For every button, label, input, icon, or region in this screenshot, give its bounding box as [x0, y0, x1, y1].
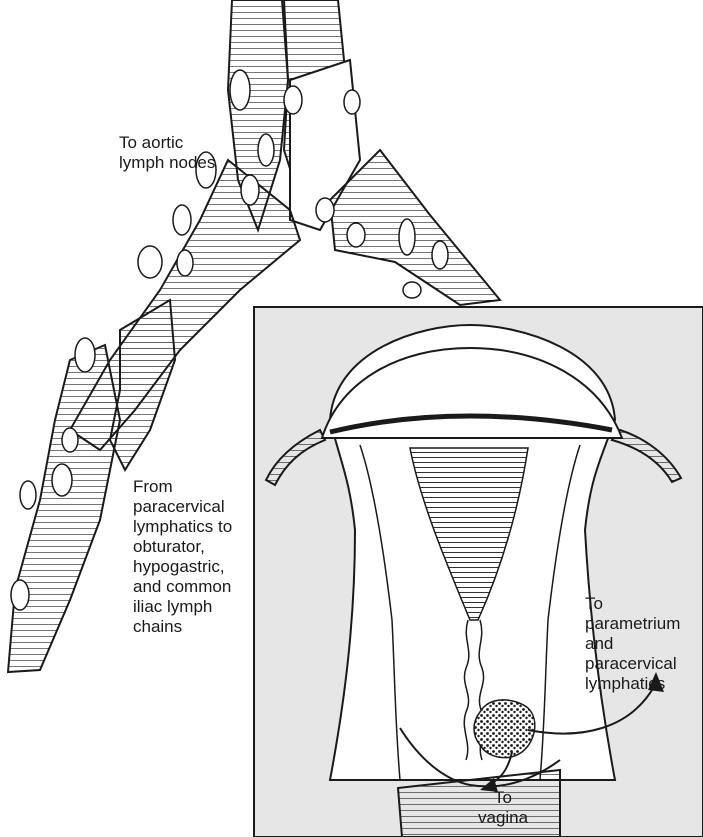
left-internal-iliac — [110, 300, 175, 470]
label-line: lymph nodes — [119, 153, 215, 173]
label-line: lymphatics to — [133, 517, 232, 537]
label-paracervical-lymphatics: From paracervical lymphatics to obturato… — [133, 477, 232, 637]
label-line: and — [585, 634, 680, 654]
label-line: To aortic — [119, 133, 215, 153]
label-line: iliac lymph — [133, 597, 232, 617]
cervix-inset-panel — [254, 307, 703, 837]
label-line: parametrium — [585, 614, 680, 634]
cervical-tumor — [474, 700, 535, 758]
label-line: lymphatics — [585, 674, 680, 694]
label-line: To — [478, 788, 528, 808]
label-line: To — [585, 594, 680, 614]
label-to-aortic-lymph-nodes: To aortic lymph nodes — [119, 133, 215, 173]
label-line: hypogastric, — [133, 557, 232, 577]
label-line: paracervical — [585, 654, 680, 674]
label-to-vagina: To vagina — [478, 788, 528, 828]
label-line: From — [133, 477, 232, 497]
label-to-parametrium: To parametrium and paracervical lymphati… — [585, 594, 680, 694]
label-line: obturator, — [133, 537, 232, 557]
label-line: vagina — [478, 808, 528, 828]
label-line: paracervical — [133, 497, 232, 517]
label-line: chains — [133, 617, 232, 637]
label-line: and common — [133, 577, 232, 597]
